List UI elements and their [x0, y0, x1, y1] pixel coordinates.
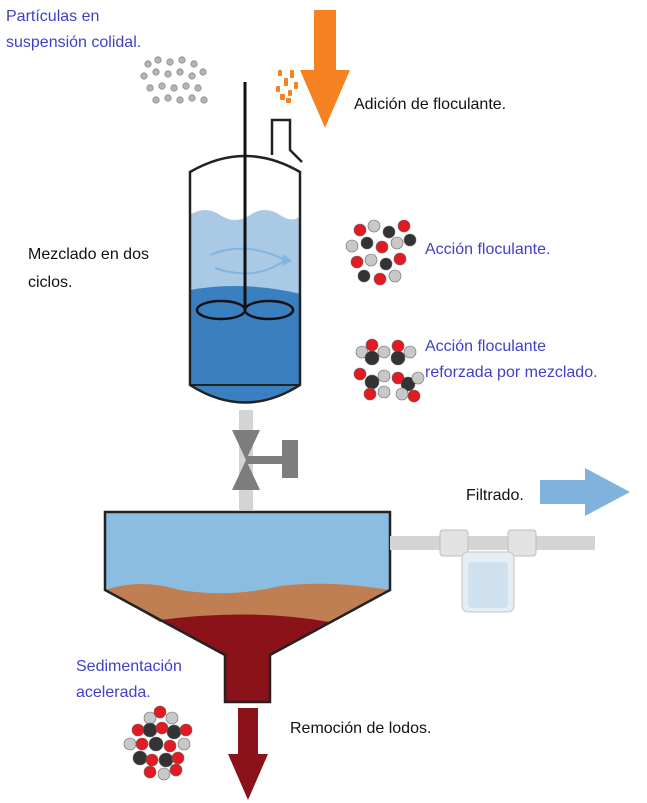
filter-unit — [390, 529, 595, 613]
flocculant-addition-arrow — [300, 10, 350, 128]
sedimentation-label-line1: Sedimentación — [76, 658, 182, 675]
flocculant-action-label: Acción floculante. — [425, 241, 551, 258]
mixing-label-line2: ciclos. — [28, 274, 73, 291]
flocculant-splash-icon — [276, 70, 298, 103]
flocculant-addition-label: Adición de floculante. — [354, 96, 507, 113]
floc-cluster-icon — [345, 219, 417, 286]
sludge-removal-arrow — [228, 708, 268, 800]
filtrate-label: Filtrado. — [466, 487, 524, 504]
particles-label-line2: suspensión colidal. — [6, 34, 142, 51]
sedimentation-label-line2: acelerada. — [76, 684, 151, 701]
filtrate-arrow — [540, 468, 630, 516]
particles-label-line1: Partículas en — [6, 8, 100, 25]
reinforced-floc-cluster-icon — [353, 338, 425, 403]
mixing-label-line1: Mezclado en dos — [28, 246, 149, 263]
reinforced-action-label-line2: reforzada por mezclado. — [425, 364, 598, 381]
reinforced-action-label-line1: Acción floculante — [425, 338, 546, 355]
sedimentation-tank — [103, 510, 392, 704]
mixing-tank — [188, 82, 303, 404]
valve — [232, 410, 298, 510]
colloidal-particles-icon — [140, 56, 208, 104]
sludge-removal-label: Remoción de lodos. — [290, 720, 432, 737]
dense-floc-cluster-icon — [123, 705, 193, 781]
